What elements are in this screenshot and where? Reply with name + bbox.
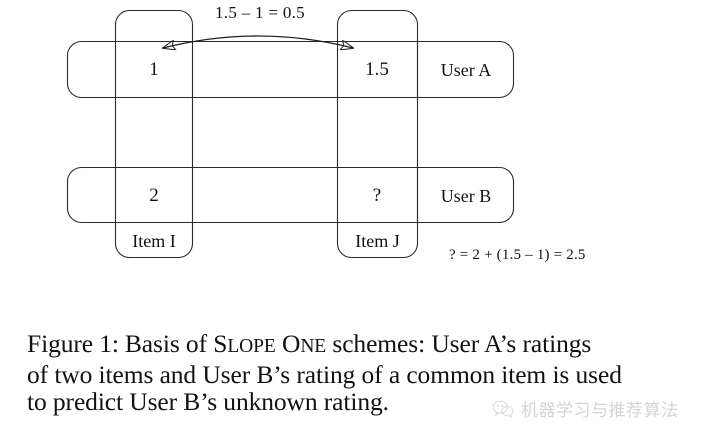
watermark-text: 机器学习与推荐算法 xyxy=(521,401,679,421)
cell-item-j-user-b: ? xyxy=(372,185,382,206)
caption-line1-b: schemes: User A’s ratings xyxy=(332,329,592,358)
column-label-item-i: Item I xyxy=(132,231,176,251)
column-label-item-j: Item J xyxy=(355,231,400,251)
row-capsule-user-b xyxy=(66,166,515,224)
cell-item-j-user-a: 1.5 xyxy=(365,59,389,80)
caption-line3: to predict User B’s unknown rating. xyxy=(27,387,389,416)
caption-smallcaps-one: ONE xyxy=(282,329,326,358)
smallcaps-slope-rest: LOPE xyxy=(227,336,276,357)
column-capsules xyxy=(114,9,419,259)
diagram-canvas xyxy=(66,9,515,259)
smallcaps-one-rest: NE xyxy=(300,336,327,357)
cell-item-i-user-b: 2 xyxy=(149,185,159,206)
smallcaps-one-first: O xyxy=(281,329,301,358)
double-headed-curved-arrow xyxy=(163,35,353,48)
row-label-user-b: User B xyxy=(440,186,492,206)
row-label-user-a: User A xyxy=(440,60,492,80)
caption-line2: of two items and User B’s rating of a co… xyxy=(27,359,622,389)
column-capsule-item-j xyxy=(336,9,419,259)
caption-figure-number: Figure 1: xyxy=(27,329,119,358)
arrow-label: 1.5 – 1 = 0.5 xyxy=(215,3,305,22)
equation-label: ? = 2 + (1.5 – 1) = 2.5 xyxy=(449,247,586,263)
smallcaps-slope-first: S xyxy=(213,329,228,358)
column-capsule-item-i xyxy=(114,9,194,259)
slope-one-diagram: 1.5 – 1 = 0.5 1 1.5 User A 2 ? User B It… xyxy=(66,3,586,263)
caption-smallcaps-slope: SLOPE xyxy=(213,329,276,358)
cell-item-i-user-a: 1 xyxy=(149,59,159,80)
watermark: 机器学习与推荐算法 xyxy=(492,396,679,421)
wechat-logo-icon xyxy=(492,400,514,419)
figure-caption: Figure 1:Basis of SLOPE ONE schemes: Use… xyxy=(27,330,695,416)
caption-line1-a: Basis of xyxy=(124,329,207,358)
